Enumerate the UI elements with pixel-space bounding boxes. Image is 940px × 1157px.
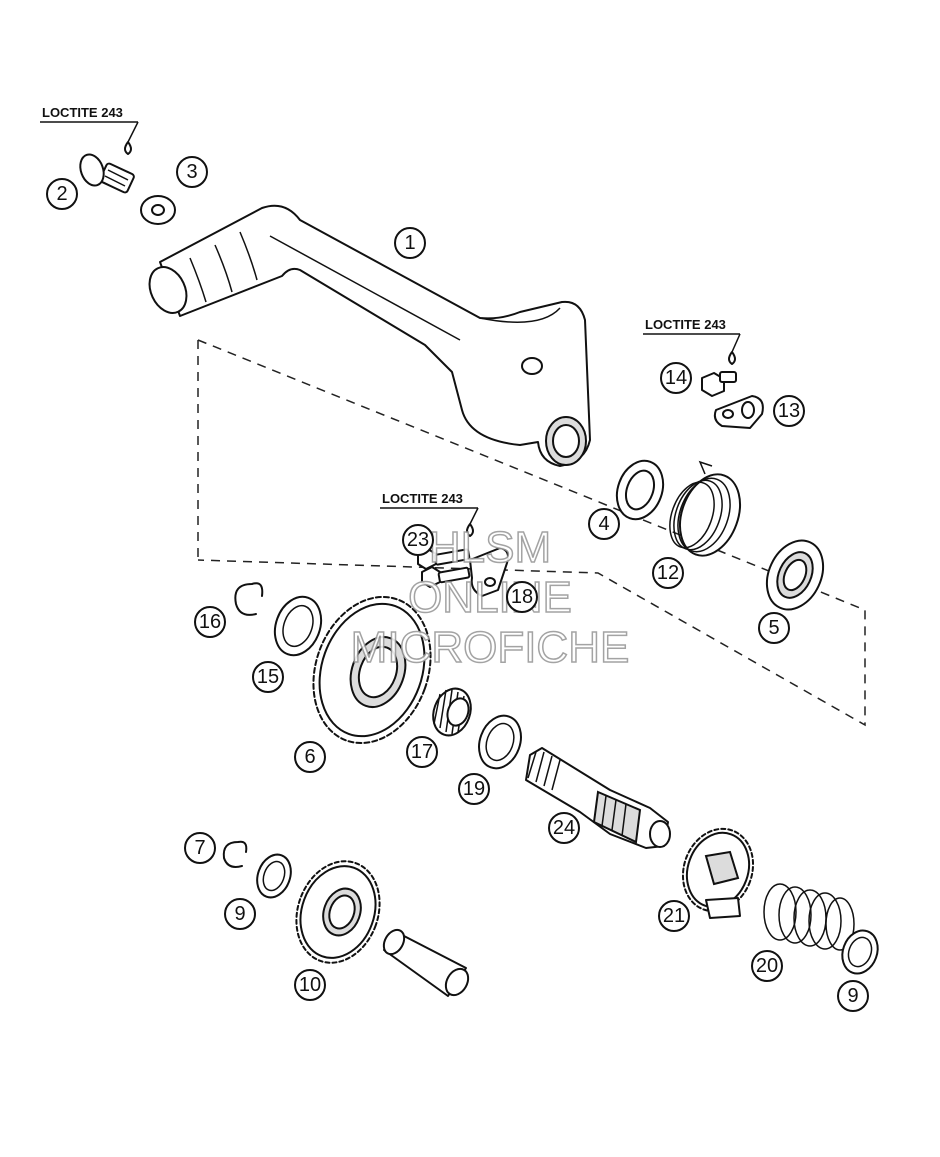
callout-1: 1 <box>394 227 426 259</box>
kickstarter-shaft-part-24 <box>525 747 671 849</box>
svg-text:17: 17 <box>411 741 433 763</box>
svg-text:21: 21 <box>663 905 685 927</box>
svg-text:MICROFICHE: MICROFICHE <box>351 623 630 672</box>
callout-15: 15 <box>252 661 284 693</box>
gear-part-6 <box>312 595 432 745</box>
needle-bearing-part-17 <box>432 687 472 737</box>
svg-text:15: 15 <box>257 666 279 688</box>
loctite-label-1: LOCTITE 243 <box>40 105 139 155</box>
ratchet-part-21 <box>681 827 755 919</box>
assembly-dashed-guide <box>197 339 866 727</box>
svg-text:14: 14 <box>665 367 687 389</box>
svg-text:10: 10 <box>299 974 321 996</box>
callout-21: 21 <box>658 900 690 932</box>
svg-text:1: 1 <box>404 232 415 254</box>
washer-part-9-left <box>256 853 292 899</box>
callout-3: 3 <box>176 156 208 188</box>
svg-text:16: 16 <box>199 611 221 633</box>
stop-plate-part-18 <box>469 547 509 597</box>
svg-text:19: 19 <box>463 778 485 800</box>
callout-18: 18 <box>506 581 538 613</box>
callout-24: 24 <box>548 812 580 844</box>
svg-text:5: 5 <box>768 617 779 639</box>
circlip-part-16 <box>234 582 264 616</box>
callout-2: 2 <box>46 178 78 210</box>
svg-text:3: 3 <box>186 161 197 183</box>
callout-17: 17 <box>406 736 438 768</box>
svg-text:LOCTITE 243: LOCTITE 243 <box>42 105 123 120</box>
svg-text:LOCTITE 243: LOCTITE 243 <box>382 491 463 506</box>
svg-text:ONLINE: ONLINE <box>408 573 572 622</box>
washer-part-19 <box>478 714 522 770</box>
callout-10: 10 <box>294 969 326 1001</box>
svg-text:23: 23 <box>407 529 429 551</box>
washer-part-3 <box>140 195 176 225</box>
svg-text:6: 6 <box>304 746 315 768</box>
spring-part-20 <box>763 883 855 951</box>
callout-20: 20 <box>751 950 783 982</box>
bushing-pin <box>382 928 470 997</box>
loctite-label-2: LOCTITE 243 <box>643 317 741 365</box>
svg-text:9: 9 <box>847 985 858 1007</box>
callout-16: 16 <box>194 606 226 638</box>
svg-text:12: 12 <box>657 562 679 584</box>
callout-5: 5 <box>758 612 790 644</box>
oil-seal-part-5 <box>765 539 825 611</box>
kickstart-lever-part-1 <box>148 204 591 467</box>
washer-part-15 <box>273 595 323 657</box>
svg-text:HLSM: HLSM <box>429 523 551 572</box>
washer-part-4 <box>615 459 665 521</box>
svg-text:24: 24 <box>553 817 575 839</box>
circlip-part-7 <box>222 840 248 868</box>
svg-text:13: 13 <box>778 400 800 422</box>
callout-4: 4 <box>588 508 620 540</box>
washer-part-9-right <box>841 929 879 975</box>
loctite-label-3: LOCTITE 243 <box>380 491 479 537</box>
svg-text:18: 18 <box>511 586 533 608</box>
gear-part-10 <box>295 860 381 964</box>
callout-12: 12 <box>652 557 684 589</box>
svg-text:LOCTITE 243: LOCTITE 243 <box>645 317 726 332</box>
svg-text:2: 2 <box>56 183 67 205</box>
callout-9-left: 9 <box>224 898 256 930</box>
watermark: HLSM ONLINE MICROFICHE <box>350 522 630 673</box>
countersunk-screw-part-2 <box>79 153 135 194</box>
svg-text:7: 7 <box>194 837 205 859</box>
svg-text:20: 20 <box>756 955 778 977</box>
callout-23: 23 <box>402 524 434 556</box>
svg-text:9: 9 <box>234 903 245 925</box>
callout-19: 19 <box>458 773 490 805</box>
callout-9-right: 9 <box>837 980 869 1012</box>
callout-13: 13 <box>773 395 805 427</box>
callout-7: 7 <box>184 832 216 864</box>
callout-14: 14 <box>660 362 692 394</box>
callout-6: 6 <box>294 741 326 773</box>
svg-text:4: 4 <box>598 513 609 535</box>
bolt-part-14 <box>701 371 737 397</box>
bracket-part-13 <box>713 395 764 429</box>
torsion-spring-part-12 <box>669 460 741 557</box>
